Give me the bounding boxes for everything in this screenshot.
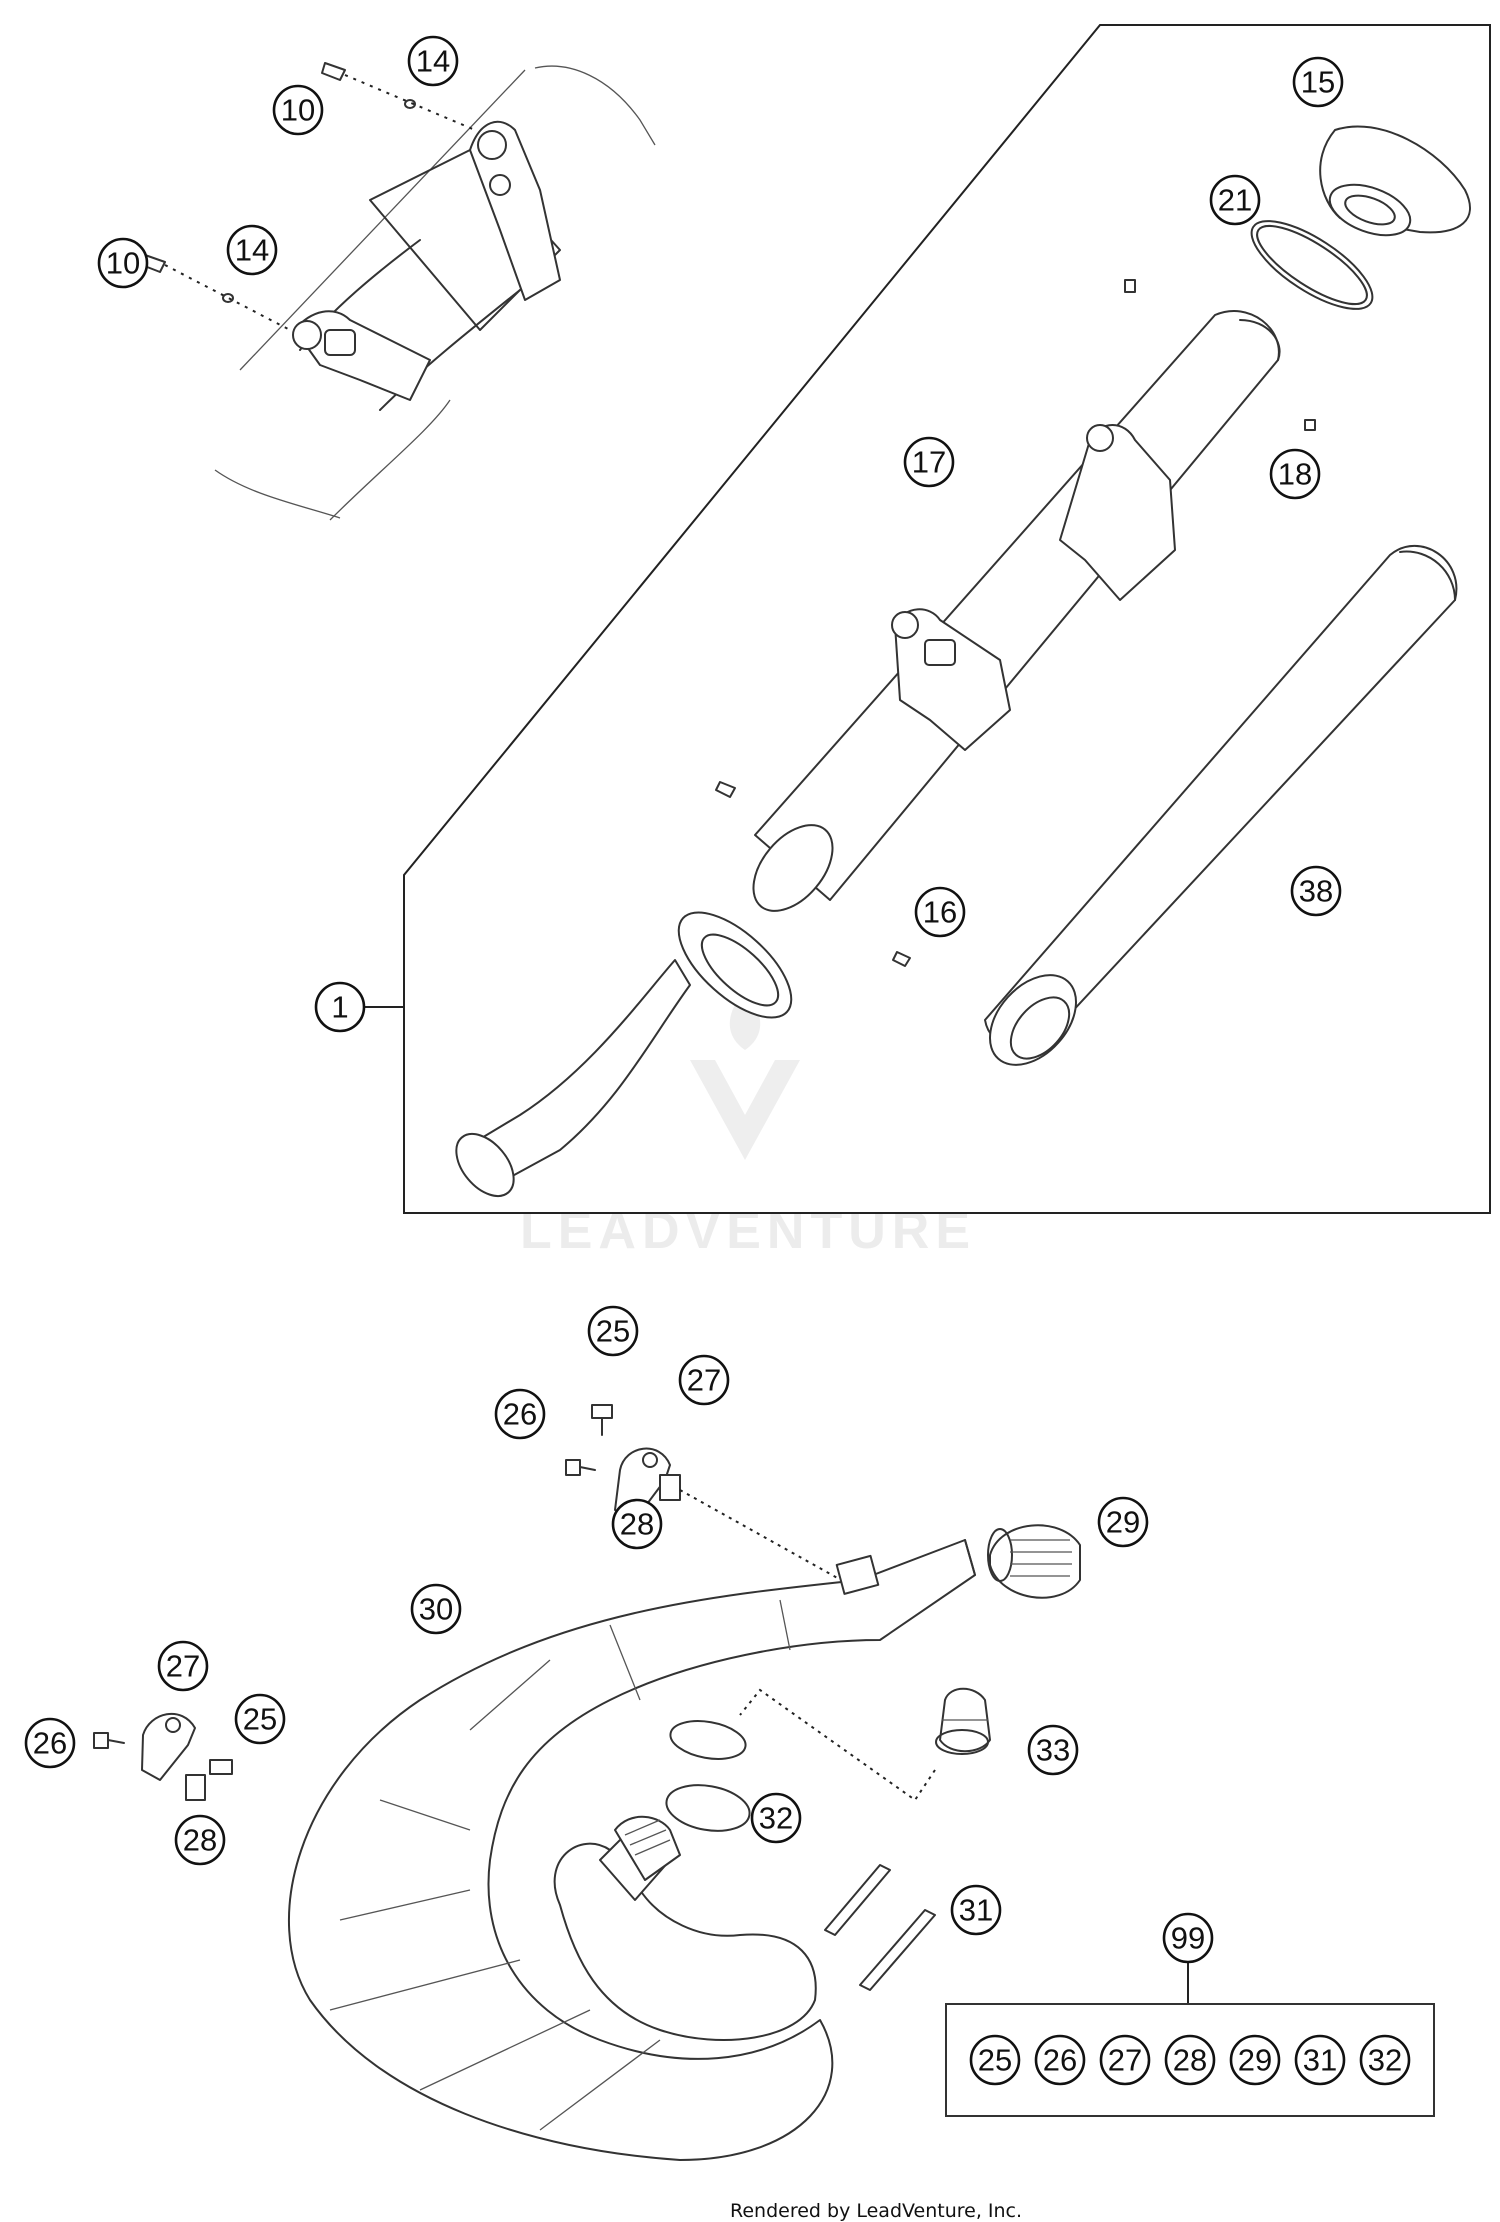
callout-number: 29 [1106, 1505, 1140, 1540]
callout-c27b: 27 [157, 1640, 209, 1692]
callout-number: 33 [1036, 1733, 1070, 1768]
callout-number: 10 [106, 246, 140, 281]
callout-c1: 1 [314, 981, 366, 1033]
callout-c10a: 10 [272, 84, 324, 136]
callout-number: 27 [1108, 2043, 1142, 2078]
callout-c32: 32 [750, 1792, 802, 1844]
callout-number: 21 [1218, 183, 1252, 218]
callout-kit-99-item-29: 29 [1229, 2034, 1281, 2086]
callout-kit-99-item-25: 25 [969, 2034, 1021, 2086]
callout-c27a: 27 [678, 1354, 730, 1406]
callout-number: 30 [419, 1592, 453, 1627]
callout-kit-99-item-31: 31 [1294, 2034, 1346, 2086]
watermark: LEADVENTURE [520, 990, 976, 1260]
callout-kit-99-item-32: 32 [1359, 2034, 1411, 2086]
kit-99-box [945, 1963, 1435, 2117]
callout-number: 14 [416, 44, 450, 79]
callout-number: 1 [331, 990, 348, 1025]
callout-number: 28 [620, 1507, 654, 1542]
callout-kit-99-item-28: 28 [1164, 2034, 1216, 2086]
callout-number: 27 [687, 1363, 721, 1398]
callout-number: 26 [503, 1397, 537, 1432]
callout-c16: 16 [914, 886, 966, 938]
callout-c15: 15 [1292, 56, 1344, 108]
callout-c25b: 25 [234, 1693, 286, 1745]
callout-number: 99 [1171, 1921, 1205, 1956]
callout-c14a: 14 [407, 35, 459, 87]
watermark-text: LEADVENTURE [520, 1202, 976, 1260]
callout-c31: 31 [950, 1884, 1002, 1936]
callout-c30: 30 [410, 1583, 462, 1635]
silencer-assembly-panel [360, 24, 1491, 1214]
callout-labels: 1 10 10 14 14 15 16 17 18 21 25 25 26 26 27 27 28 28 29 30 3… [24, 35, 1411, 2086]
silencer-assembly-parts [455, 125, 1471, 1197]
callout-number: 26 [1043, 2043, 1077, 2078]
callout-number: 27 [166, 1649, 200, 1684]
callout-kit-99-item-26: 26 [1034, 2034, 1086, 2086]
callout-c26a: 26 [494, 1388, 546, 1440]
callout-number: 31 [959, 1893, 993, 1928]
callout-c14b: 14 [226, 224, 278, 276]
callout-number: 31 [1303, 2043, 1337, 2078]
callout-number: 38 [1299, 874, 1333, 909]
callout-c18: 18 [1269, 448, 1321, 500]
callout-number: 25 [596, 1314, 630, 1349]
callout-number: 25 [978, 2043, 1012, 2078]
callout-number: 15 [1301, 65, 1335, 100]
callout-c29: 29 [1097, 1496, 1149, 1548]
callout-number: 28 [1173, 2043, 1207, 2078]
callout-number: 29 [1238, 2043, 1272, 2078]
callout-c28a: 28 [611, 1498, 663, 1550]
callout-c28b: 28 [174, 1814, 226, 1866]
callout-number: 18 [1278, 457, 1312, 492]
callout-number: 25 [243, 1702, 277, 1737]
render-credit: Rendered by LeadVenture, Inc. [730, 2200, 1023, 2222]
callout-c33: 33 [1027, 1724, 1079, 1776]
callout-number: 16 [923, 895, 957, 930]
callout-kit-99-item-27: 27 [1099, 2034, 1151, 2086]
callout-number: 17 [912, 445, 946, 480]
callout-c38: 38 [1290, 865, 1342, 917]
callout-number: 26 [33, 1726, 67, 1761]
callout-c99: 99 [1162, 1912, 1214, 1964]
callout-c25a: 25 [587, 1305, 639, 1357]
callout-number: 10 [281, 93, 315, 128]
mounting-detail-inset [141, 62, 656, 521]
exhaust-pipe-parts [93, 1404, 1081, 2161]
callout-number: 32 [1368, 2043, 1402, 2078]
callout-c10b: 10 [97, 237, 149, 289]
callout-number: 28 [183, 1823, 217, 1858]
callout-number: 32 [759, 1801, 793, 1836]
callout-number: 14 [235, 233, 269, 268]
callout-c17: 17 [903, 436, 955, 488]
callout-c26b: 26 [24, 1717, 76, 1769]
callout-c21: 21 [1209, 174, 1261, 226]
